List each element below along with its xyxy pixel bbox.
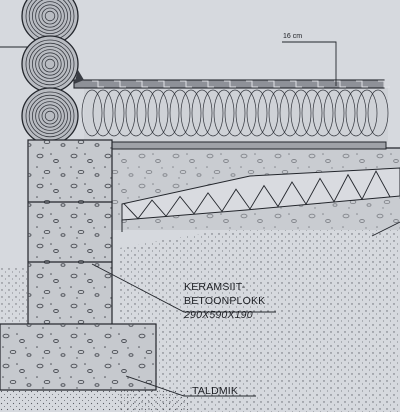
dimension-leader — [282, 41, 337, 86]
insulation-loop — [279, 89, 301, 137]
log-ring — [28, 94, 72, 138]
block-leader — [91, 263, 276, 313]
log-ring — [44, 10, 56, 22]
log-ring — [28, 42, 72, 86]
block-foundation — [27, 139, 113, 327]
block-size-label: 290X590X190 — [183, 309, 253, 321]
board-joint — [290, 80, 302, 88]
log-ring — [44, 58, 56, 70]
board-joint — [268, 80, 280, 88]
board-joint — [92, 80, 104, 88]
insulation-loop — [114, 89, 136, 137]
board-joint — [246, 80, 258, 88]
log-ring — [41, 107, 59, 125]
log-ring — [44, 110, 56, 122]
log-ring — [32, 98, 69, 135]
insulation-wedge — [121, 167, 400, 232]
board-joint — [136, 80, 148, 88]
log-ring — [32, 46, 69, 83]
board-joint — [180, 80, 192, 88]
log-3 — [21, 87, 79, 145]
insulation-loop — [235, 89, 257, 137]
board-joint — [158, 80, 170, 88]
board-joint — [356, 80, 368, 88]
block-label-line2: BETOONPLOKK — [184, 295, 265, 307]
insulation-loop — [180, 89, 202, 137]
board-joint — [334, 80, 346, 88]
sand-bed — [0, 390, 190, 412]
board-joint — [114, 80, 126, 88]
insulation-loop — [312, 89, 334, 137]
insulation-loop — [158, 89, 180, 137]
log-2 — [21, 35, 79, 93]
dimension-label: 16 cm — [283, 33, 302, 40]
log-wall — [21, 0, 84, 145]
insulation-loop — [323, 89, 345, 137]
insulation-loop — [81, 89, 103, 137]
insulation-loop — [103, 89, 125, 137]
board-joint — [202, 80, 214, 88]
insulation-loop — [301, 89, 323, 137]
log-ring — [41, 55, 59, 73]
log-ring — [32, 0, 68, 34]
concrete-slab — [107, 141, 387, 150]
log-ring — [38, 104, 62, 128]
insulation-loop — [246, 89, 268, 137]
board-joint — [378, 80, 390, 88]
board-joint — [224, 80, 236, 88]
log-joint-seal — [74, 70, 84, 84]
insulation-loop — [356, 89, 378, 137]
insulation-loop — [224, 89, 246, 137]
ground-soil — [0, 210, 400, 412]
fibre-insulation-layer — [81, 86, 389, 142]
insulation-loop — [147, 89, 169, 137]
insulation-loop — [125, 89, 147, 137]
leader-lines — [0, 41, 400, 397]
insulation-loop — [268, 89, 290, 137]
log-ring — [38, 4, 62, 28]
floor-board — [73, 79, 390, 89]
log-ring — [35, 101, 65, 131]
block-label-line1: KERAMSIIT- — [184, 281, 246, 293]
footing — [0, 323, 157, 391]
insulation-loop — [202, 89, 224, 137]
log-ring — [38, 52, 62, 76]
log-ring — [41, 7, 59, 25]
insulation-loop — [290, 89, 312, 137]
footing-label: TALDMIK — [192, 385, 238, 397]
insulation-loop — [257, 89, 279, 137]
insulation-loop — [213, 89, 235, 137]
footing-leader — [125, 375, 256, 397]
insulation-loop — [92, 89, 114, 137]
insulation-loop — [345, 89, 367, 137]
insulation-loop — [334, 89, 356, 137]
insulation-loop — [191, 89, 213, 137]
insulation-loop — [169, 89, 191, 137]
insulation-loop — [136, 89, 158, 137]
insulation-loop — [367, 89, 389, 137]
log-ring — [35, 49, 65, 79]
right-leader — [371, 221, 400, 237]
board-joint — [312, 80, 324, 88]
log-ring — [35, 1, 65, 31]
